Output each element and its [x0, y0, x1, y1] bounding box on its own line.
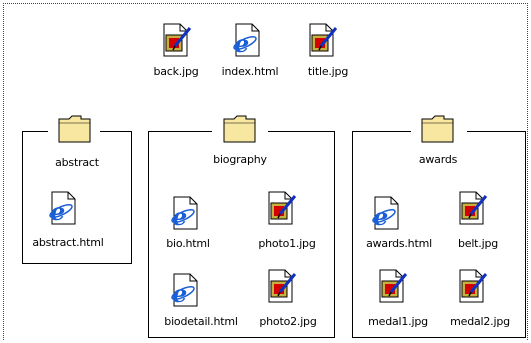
file-label: medal1.jpg: [368, 315, 428, 328]
html-file-icon[interactable]: e: [170, 272, 202, 308]
file-label: back.jpg: [153, 65, 199, 78]
html-file-icon[interactable]: e: [371, 195, 403, 231]
svg-text:e: e: [50, 197, 65, 226]
file-label: bio.html: [166, 237, 210, 250]
site-root-border: [3, 3, 528, 340]
file-label: belt.jpg: [457, 237, 499, 250]
file-label: index.html: [221, 65, 279, 78]
html-file-icon[interactable]: e: [170, 195, 202, 231]
jpg-file-icon[interactable]: [456, 268, 488, 304]
jpg-file-icon[interactable]: [265, 190, 297, 226]
jpg-file-icon[interactable]: [306, 22, 338, 58]
svg-text:e: e: [172, 279, 187, 308]
file-label: title.jpg: [307, 65, 349, 78]
file-label: photo1.jpg: [258, 237, 316, 250]
jpg-file-icon[interactable]: [160, 22, 192, 58]
folder-icon[interactable]: [222, 113, 258, 145]
folder-icon[interactable]: [57, 113, 93, 145]
file-label: awards.html: [366, 237, 432, 250]
svg-text:e: e: [234, 29, 249, 58]
html-file-icon[interactable]: e: [232, 22, 264, 58]
file-label: medal2.jpg: [450, 315, 510, 328]
folder-label: abstract: [55, 156, 99, 169]
svg-text:e: e: [172, 202, 187, 231]
file-label: photo2.jpg: [259, 315, 317, 328]
folder-label: awards: [418, 153, 458, 166]
jpg-file-icon[interactable]: [376, 268, 408, 304]
folder-label: biography: [213, 153, 267, 166]
svg-text:e: e: [373, 202, 388, 231]
jpg-file-icon[interactable]: [265, 268, 297, 304]
html-file-icon[interactable]: e: [48, 190, 80, 226]
file-label: abstract.html: [32, 236, 104, 249]
folder-icon[interactable]: [420, 113, 456, 145]
jpg-file-icon[interactable]: [456, 190, 488, 226]
file-label: biodetail.html: [164, 315, 238, 328]
